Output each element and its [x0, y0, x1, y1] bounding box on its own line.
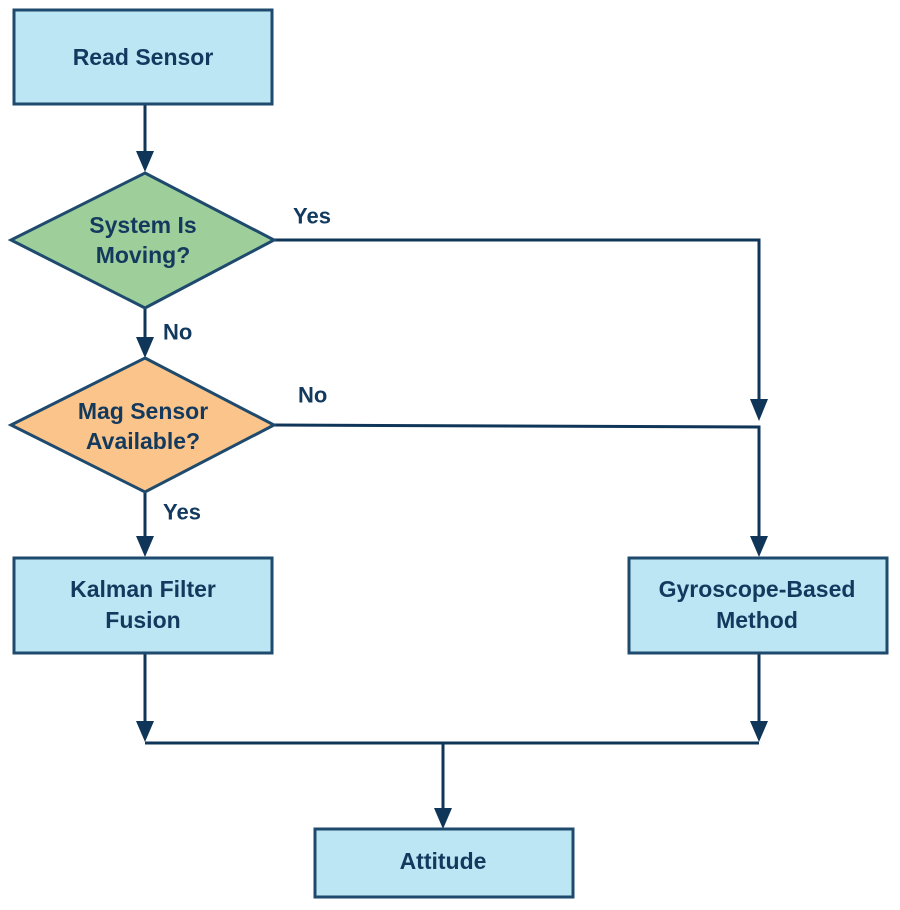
edge-label-moving-no: No — [163, 320, 192, 345]
kalman-filter-box — [12, 556, 274, 655]
mag-sensor-label-line1: Mag Sensor — [78, 398, 208, 424]
arrowhead-moving-to-mag — [136, 337, 154, 358]
node-mag-sensor: Mag Sensor Available? — [7, 356, 278, 494]
arrowhead-mag-to-kalman — [136, 536, 154, 557]
node-system-moving: System Is Moving? — [7, 171, 278, 310]
connector-mag-no-to-gyro — [273, 423, 761, 540]
arrowhead-kalman-down — [136, 721, 154, 742]
mag-sensor-label-line2: Available? — [86, 428, 200, 454]
system-moving-label-line1: System Is — [89, 212, 196, 238]
node-gyroscope-method: Gyroscope-Based Method — [627, 556, 889, 655]
node-kalman-filter: Kalman Filter Fusion — [12, 556, 274, 655]
arrowhead-mag-no-to-gyro — [750, 536, 768, 557]
gyroscope-method-label-line1: Gyroscope-Based — [659, 576, 856, 602]
attitude-label: Attitude — [400, 848, 487, 874]
connector-moving-yes-to-gyro — [274, 238, 761, 402]
read-sensor-box — [12, 8, 274, 106]
system-moving-diamond — [7, 171, 278, 310]
read-sensor-label: Read Sensor — [73, 44, 214, 70]
arrowhead-to-attitude — [434, 808, 452, 829]
gyroscope-method-box — [627, 556, 889, 655]
connectors — [136, 104, 768, 829]
kalman-filter-label-line2: Fusion — [105, 607, 180, 633]
node-attitude: Attitude — [313, 827, 575, 899]
edge-label-moving-yes: Yes — [293, 204, 331, 229]
arrowhead-read-to-moving — [136, 151, 154, 172]
kalman-filter-label-line1: Kalman Filter — [70, 576, 216, 602]
attitude-box — [313, 827, 575, 899]
edge-label-mag-yes: Yes — [163, 500, 201, 525]
arrowhead-gyro-down — [750, 721, 768, 742]
arrowhead-moving-yes — [750, 399, 768, 421]
node-read-sensor: Read Sensor — [12, 8, 274, 106]
gyroscope-method-label-line2: Method — [716, 607, 798, 633]
mag-sensor-diamond — [7, 356, 278, 494]
edge-label-mag-no: No — [298, 383, 327, 408]
system-moving-label-line2: Moving? — [96, 242, 191, 268]
